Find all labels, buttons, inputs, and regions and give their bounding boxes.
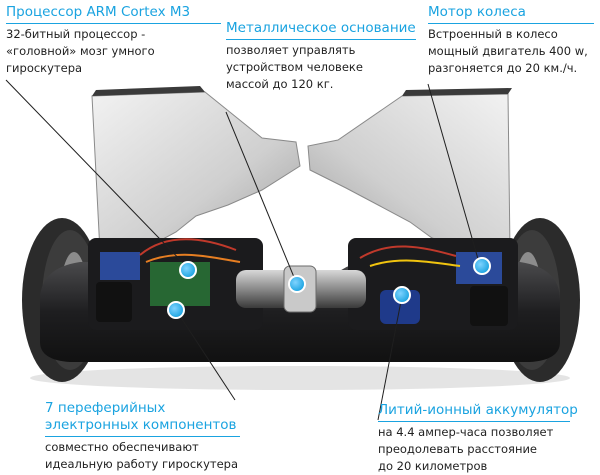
callout-frame-title: Металлическое основание: [226, 20, 416, 40]
marker-cpu: [179, 261, 197, 279]
callout-motor-title: Мотор колеса: [428, 4, 594, 24]
callout-frame-text: позволяет управлять устройством человеке…: [226, 43, 363, 91]
callout-battery-title: Литий-ионный аккумулятор: [378, 402, 578, 422]
callout-cpu-text: 32-битный процессор - «головной» мозг ум…: [6, 27, 155, 75]
callout-motor: Мотор колеса Встроенный в колесо мощный …: [428, 4, 594, 77]
callout-peripherals-text: совместно обеспечивают идеальную работу …: [45, 440, 239, 471]
callout-battery-text: на 4.4 ампер-часа позволяет преодолевать…: [378, 425, 554, 473]
callout-cpu-title: Процессор ARM Cortex M3: [6, 4, 221, 24]
callout-frame: Металлическое основание позволяет управл…: [226, 20, 416, 93]
floor-shadow: [30, 366, 570, 390]
marker-motor: [473, 257, 491, 275]
marker-battery: [393, 286, 411, 304]
callout-battery: Литий-ионный аккумулятор на 4.4 ампер-ча…: [378, 402, 578, 475]
left-shell-cover: [91, 91, 301, 253]
leader-lines: [5, 79, 481, 421]
marker-peripherals: [167, 301, 185, 319]
callout-peripherals: 7 переферийных электронных компонентов с…: [45, 400, 240, 473]
right-shell-cover: [307, 93, 511, 251]
callout-motor-text: Встроенный в колесо мощный двигатель 400…: [428, 27, 588, 75]
callout-peripherals-title: 7 переферийных электронных компонентов: [45, 400, 240, 437]
marker-frame: [288, 275, 306, 293]
callout-cpu: Процессор ARM Cortex M3 32-битный процес…: [6, 4, 221, 77]
